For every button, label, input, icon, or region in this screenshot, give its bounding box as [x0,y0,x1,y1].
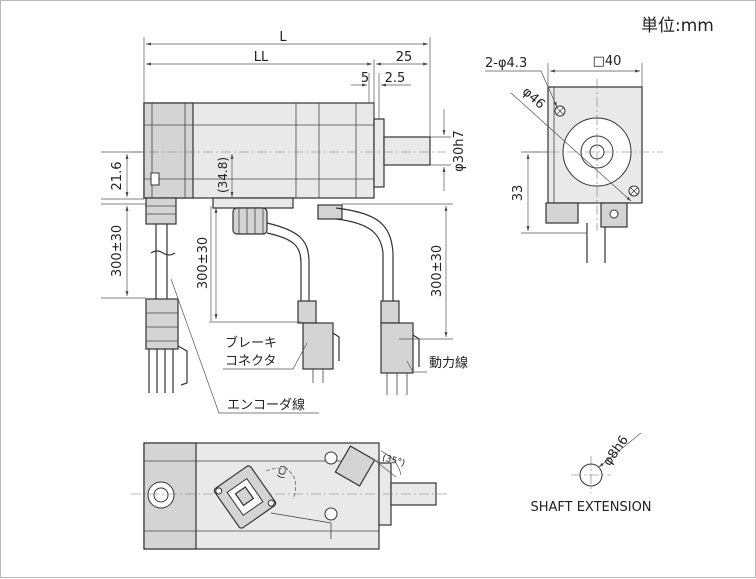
label-brake-1: ブレーキ [225,335,277,351]
dim-shaft-dia: φ30h7 [452,130,467,172]
dim-top-aux: (C) [276,464,290,480]
side-view [131,102,446,395]
brake-plug [302,322,334,370]
label-encoder-line: エンコーダ線 [227,397,305,413]
power-cable [335,207,394,301]
output-shaft [383,136,431,166]
dim-LL: LL [254,50,269,65]
dim-34-8: (34.8) [216,157,230,193]
dim-cable-power: 300±30 [430,245,445,297]
dim-shaft-ext: φ8h6 [600,433,631,469]
shaft-extension-view: φ8h6 SHAFT EXTENSION [530,432,652,515]
label-shaft-extension: SHAFT EXTENSION [530,500,651,515]
dim-holes: 2-φ4.3 [485,56,527,71]
dim-33: 33 [511,185,526,202]
cable-gland [145,197,177,225]
dim-flange: □40 [593,54,622,69]
dim-L: L [279,30,287,45]
side-view-dimensions: L LL 25 5 2.5 φ30h7 21.6 (34.8) 300±30 3… [101,30,467,340]
power-plug [380,322,414,374]
dim-cable-brake: 300±30 [196,237,211,289]
label-power-line: 動力線 [429,355,468,371]
encoder-connector [232,207,268,235]
encoder-plug [145,298,179,350]
dim-2-5: 2.5 [385,71,406,86]
top-view: (35°) (C) [131,442,447,550]
dim-21-6: 21.6 [110,162,125,191]
front-view: □40 2-φ4.3 φ46 33 [485,54,663,263]
label-brake-2: コネクタ [225,354,276,369]
dim-cable-encoder: 300±30 [110,225,125,277]
dim-5: 5 [361,71,369,86]
dim-pcd: φ46 [519,84,548,112]
callouts: ブレーキ コネクタ 動力線 エンコーダ線 [170,278,468,414]
flange-boss [373,118,385,188]
encoder-cable [155,224,168,299]
dim-shaft-length: 25 [396,50,413,65]
unit-label: 単位:mm [641,16,714,36]
brake-cable [266,222,310,301]
